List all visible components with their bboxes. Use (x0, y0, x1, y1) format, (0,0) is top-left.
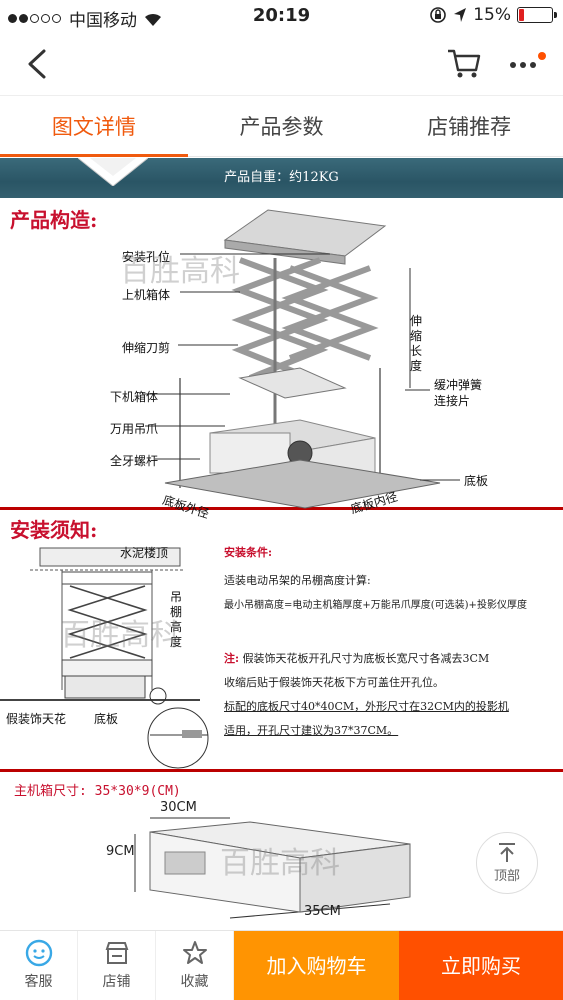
tab-detail[interactable]: 图文详情 (0, 97, 188, 157)
box-diagram (134, 817, 411, 919)
label-stretch-length: 伸缩长度 (410, 314, 423, 373)
bottom-action-bar: 客服 店铺 收藏 加入购物车 立即购买 (0, 930, 563, 1000)
back-icon[interactable] (22, 48, 52, 80)
install-note-4: 适用，开孔尺寸建议为37*37CM。 (224, 724, 399, 737)
carrier-name: 中国移动 (69, 11, 137, 31)
back-to-top-label: 顶部 (493, 869, 520, 884)
install-cond-title: 安装条件: (224, 546, 273, 559)
favorite-label: 收藏 (180, 974, 209, 990)
structure-title: 产品构造: (10, 208, 98, 232)
install-note-1: 假装饰天花板开孔尺寸为底板长宽尺寸各减去3CM (242, 652, 490, 665)
signal-icon (8, 9, 63, 29)
note-label: 注: (224, 652, 240, 665)
detail-content: 产品自重：约12KG 产品构造: (0, 158, 563, 930)
structure-diagram (142, 209, 460, 509)
service-button[interactable]: 客服 (0, 931, 78, 1000)
label-lower-box: 下机箱体 (110, 390, 159, 404)
location-icon (454, 8, 467, 22)
shop-button[interactable]: 店铺 (78, 931, 156, 1000)
add-to-cart-button[interactable]: 加入购物车 (234, 931, 399, 1000)
label-mount-hole: 安装孔位 (122, 250, 171, 264)
cart-icon[interactable] (446, 46, 482, 80)
install-section: 安装须知: 水泥楼顶 吊棚高度 假装饰天花 底板 安装条件: 适装电动吊架的吊棚… (0, 510, 563, 772)
label-concrete-ceiling: 水泥楼顶 (120, 546, 169, 560)
decorative-notch (78, 158, 148, 186)
label-upper-box: 上机箱体 (122, 288, 171, 302)
box-width: 30CM (160, 800, 197, 815)
size-title: 主机箱尺寸: 35*30*9(CM) (14, 784, 181, 799)
label-base-plate: 底板 (464, 474, 489, 488)
install-note-2: 收缩后贴于假装饰天花板下方可盖住开孔位。 (224, 676, 444, 689)
label-base-plate-2: 底板 (94, 712, 119, 726)
rotation-lock-icon (430, 7, 447, 23)
back-to-top-button[interactable]: 顶部 (476, 832, 538, 894)
battery-percent: 15% (473, 5, 511, 25)
clock: 20:19 (252, 5, 311, 26)
tab-params[interactable]: 产品参数 (239, 115, 324, 139)
install-diagram (0, 547, 209, 769)
buy-now-button[interactable]: 立即购买 (399, 931, 563, 1000)
label-threaded-rod: 全牙螺杆 (110, 454, 159, 468)
install-line-2: 最小吊棚高度=电动主机箱厚度+万能吊爪厚度(可选装)+投影仪厚度 (224, 600, 527, 611)
service-label: 客服 (24, 974, 53, 990)
label-buffer-spring: 缓冲弹簧 (434, 378, 483, 392)
status-bar: 中国移动 20:19 15% (0, 0, 563, 32)
install-title: 安装须知: (10, 518, 98, 542)
battery-icon (517, 7, 557, 23)
label-ceiling-height: 吊棚高度 (170, 590, 183, 649)
install-line-1: 适装电动吊架的吊棚高度计算: (224, 574, 371, 587)
weight-text: 产品自重：约12KG (224, 170, 339, 185)
box-height: 9CM (106, 844, 135, 859)
label-universal-claw: 万用吊爪 (110, 422, 159, 436)
shop-icon (105, 942, 128, 964)
wifi-icon (145, 13, 161, 26)
shop-label: 店铺 (102, 974, 131, 990)
size-section: 主机箱尺寸: 35*30*9(CM) 30CM 9CM 35CM (0, 772, 563, 930)
service-icon (25, 939, 52, 967)
favorite-button[interactable]: 收藏 (156, 931, 234, 1000)
label-connector: 连接片 (434, 394, 471, 408)
weight-banner: 产品自重：约12KG (0, 158, 563, 198)
arrow-up-icon (499, 843, 515, 862)
more-icon[interactable] (508, 52, 548, 76)
structure-section: 产品构造: (0, 198, 563, 521)
install-note-3: 标配的底板尺寸40*40CM，外形尺寸在32CM内的投影机 (224, 700, 509, 713)
box-length: 35CM (304, 904, 341, 919)
label-false-ceiling: 假装饰天花 (6, 712, 67, 726)
nav-bar (0, 32, 563, 96)
tab-shop-recommend[interactable]: 店铺推荐 (427, 115, 512, 139)
label-scissor: 伸缩刀剪 (122, 341, 171, 355)
detail-tabs: 图文详情 产品参数 店铺推荐 (0, 97, 563, 157)
star-icon (182, 941, 207, 964)
